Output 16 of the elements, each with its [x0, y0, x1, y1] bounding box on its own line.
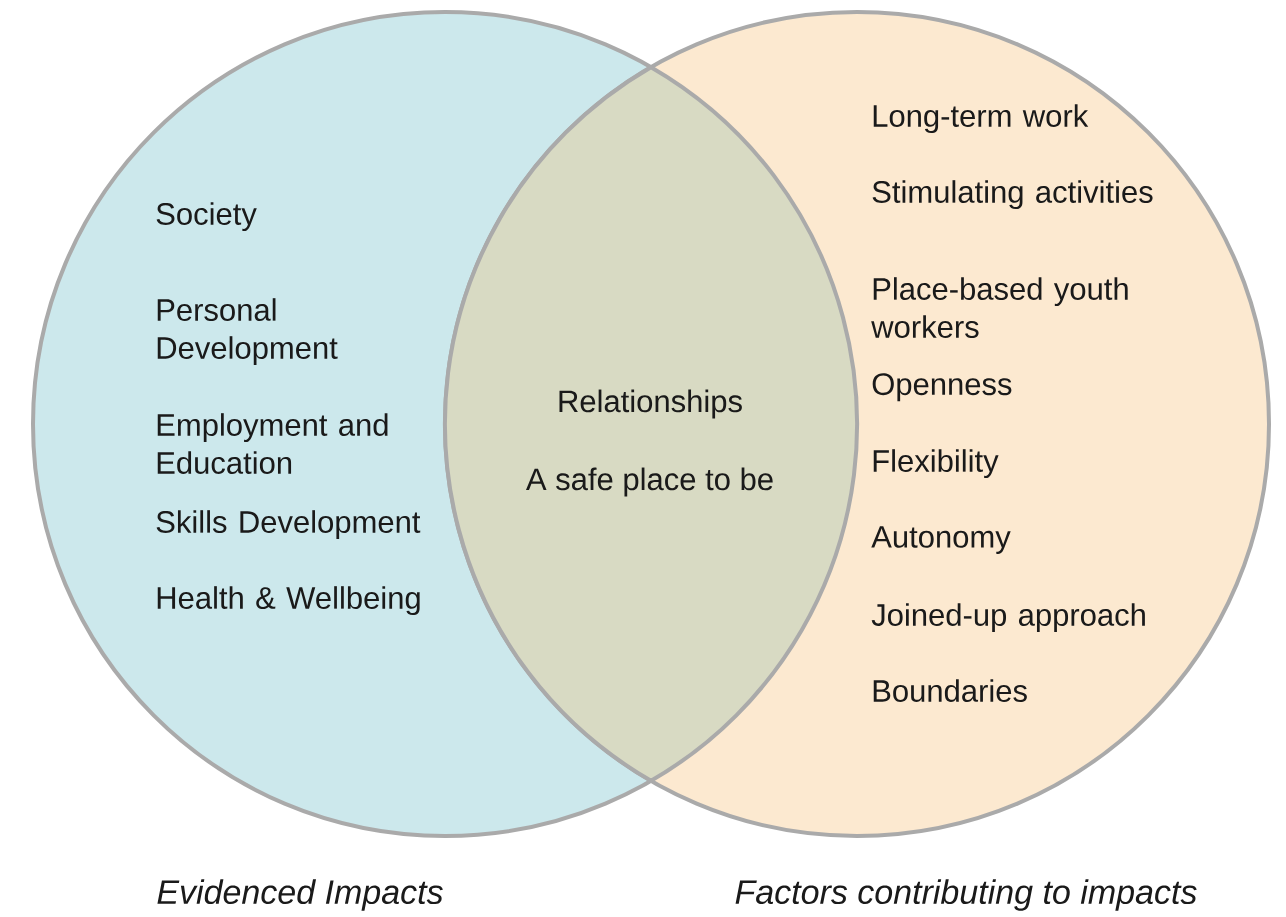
- list-item: Skills Development: [156, 510, 421, 540]
- overlap-text: Relationships A safe place to be: [526, 389, 773, 497]
- list-item: Health & Wellbeing: [157, 586, 420, 616]
- list-item: Long-term work: [873, 104, 1089, 134]
- list-item: Personal Development: [157, 298, 338, 366]
- list-item: Society: [156, 202, 257, 232]
- list-item: Joined-up approach: [871, 603, 1145, 633]
- list-item: Boundaries: [873, 679, 1027, 702]
- circle-label: Factors contributing to impacts: [735, 879, 1197, 911]
- list-item: Employment and Education: [157, 413, 388, 474]
- list-item: Flexibility: [873, 449, 999, 479]
- list-item: Openness: [872, 373, 1012, 402]
- list-item: Place-based youth workers: [871, 277, 1128, 338]
- list-item: Autonomy: [871, 526, 1011, 554]
- circle-label: Evidenced Impacts: [157, 879, 443, 911]
- list-item: Stimulating activities: [872, 180, 1153, 210]
